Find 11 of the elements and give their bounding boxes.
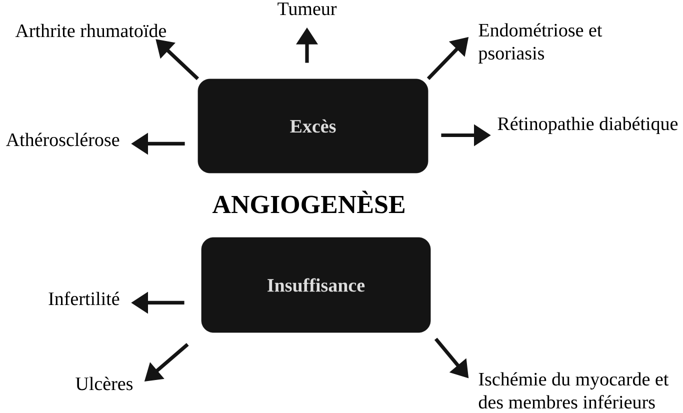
disease-label: Endométriose et psoriasis xyxy=(478,23,602,64)
disease-label: Arthrite rhumatoïde xyxy=(15,24,166,38)
disease-label: Ulcères xyxy=(76,376,133,390)
disease-label: Rétinopathie diabétique xyxy=(498,116,678,134)
disease-label: Tumeur xyxy=(278,2,337,16)
disease-label: Athérosclérose xyxy=(6,132,120,146)
heading: ANGIOGENÈSE xyxy=(212,190,404,214)
rounded-box: Insuffisance xyxy=(201,237,431,333)
disease-label: Ischémie du myocarde et des membres inférieurs xyxy=(478,372,669,409)
disease-label: Infertilité xyxy=(48,292,120,306)
rounded-box: Excès xyxy=(198,78,428,174)
